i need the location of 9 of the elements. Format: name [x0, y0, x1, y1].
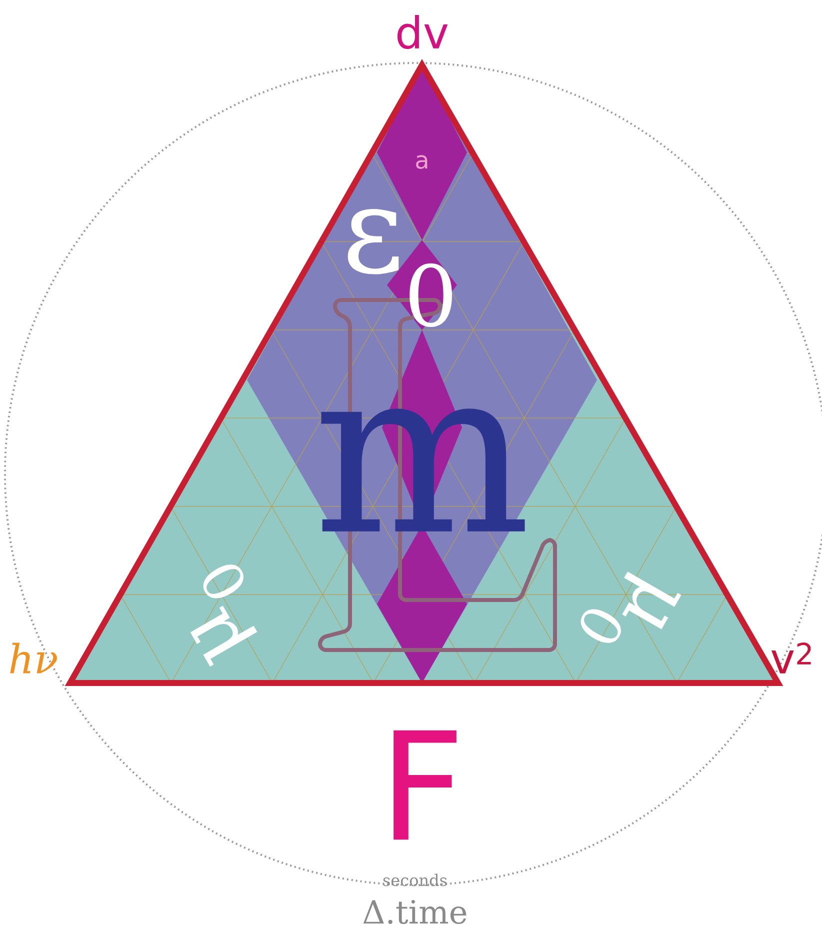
force-symbol: F	[394, 730, 456, 840]
vertex-label: dv	[397, 14, 448, 50]
unit-label: seconds	[383, 874, 447, 886]
vertex-label: hν	[10, 642, 57, 674]
vertex-symbol: a	[416, 155, 428, 169]
symbol: μ$_{0}$	[580, 572, 682, 643]
vertex-label: v$^{2}$	[771, 642, 811, 674]
axis-label: Δ.time	[363, 900, 466, 924]
symbol: μ$_{0}$	[190, 564, 258, 667]
